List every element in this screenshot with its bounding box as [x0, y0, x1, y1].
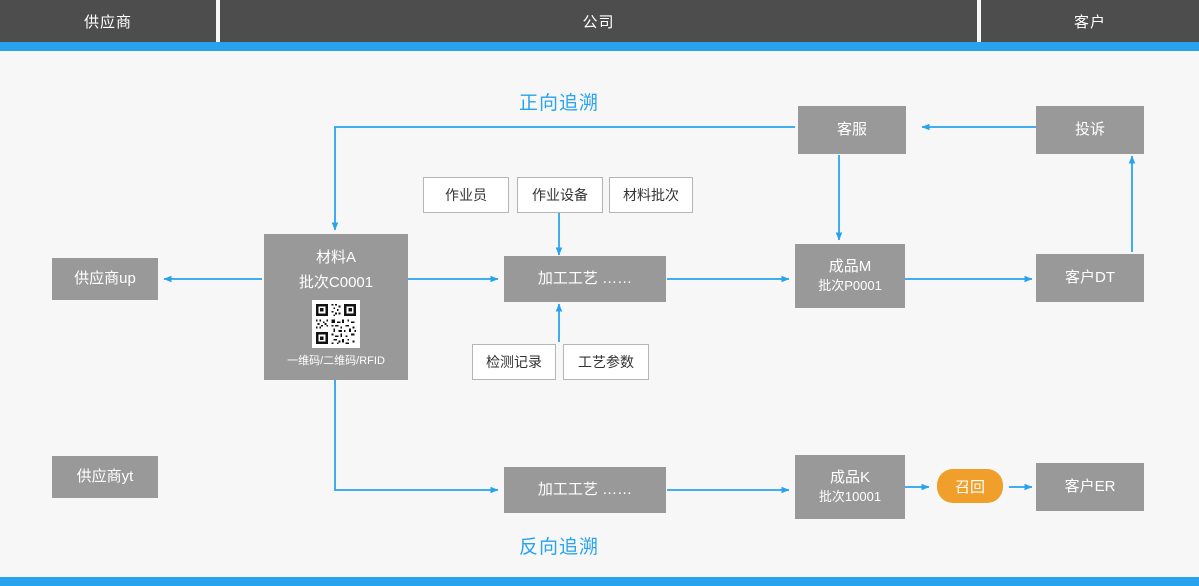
node-process-top-label: 加工工艺 …… — [537, 270, 633, 288]
node-product-m[interactable]: 成品M 批次P0001 — [795, 244, 905, 308]
node-customer-er-label: 客户ER — [1064, 478, 1116, 496]
node-product-m-batch: 批次P0001 — [818, 278, 882, 294]
node-supplier-up-label: 供应商up — [74, 270, 136, 288]
lane-label-supplier: 供应商 — [83, 13, 132, 31]
node-operator-label: 作业员 — [445, 187, 487, 203]
node-process-bottom-label: 加工工艺 …… — [537, 481, 633, 499]
node-customer-er[interactable]: 客户ER — [1036, 463, 1144, 511]
lane-label-company: 公司 — [582, 13, 615, 31]
material-code-label: 一维码/二维码/RFID — [287, 355, 385, 367]
node-customer-service[interactable]: 客服 — [798, 106, 906, 154]
node-customer-dt[interactable]: 客户DT — [1036, 254, 1144, 302]
node-equipment-label: 作业设备 — [532, 187, 588, 203]
node-product-m-name: 成品M — [828, 257, 872, 275]
node-material-batch[interactable]: 材料批次 — [609, 177, 693, 213]
node-inspection-record-label: 检测记录 — [486, 354, 542, 370]
node-supplier-yt[interactable]: 供应商yt — [52, 456, 158, 498]
accent-bar-top — [0, 42, 1199, 51]
lane-header-customer: 客户 — [981, 0, 1199, 42]
node-recall-label: 召回 — [954, 478, 985, 496]
lane-header-company: 公司 — [220, 0, 977, 42]
node-product-k-batch: 批次10001 — [818, 489, 882, 505]
node-product-k[interactable]: 成品K 批次10001 — [795, 455, 905, 519]
forward-trace-title: 正向追溯 — [519, 93, 600, 114]
node-process-bottom[interactable]: 加工工艺 …… — [504, 467, 666, 513]
node-product-k-name: 成品K — [829, 468, 870, 486]
node-inspection-record[interactable]: 检测记录 — [472, 344, 556, 380]
node-complaint-label: 投诉 — [1074, 121, 1105, 139]
lane-label-customer: 客户 — [1073, 13, 1106, 31]
node-recall[interactable]: 召回 — [937, 469, 1003, 503]
node-equipment[interactable]: 作业设备 — [517, 177, 603, 213]
lane-header-supplier: 供应商 — [0, 0, 216, 42]
backward-trace-title: 反向追溯 — [519, 537, 600, 558]
node-process-params-label: 工艺参数 — [578, 354, 634, 370]
node-customer-dt-label: 客户DT — [1065, 269, 1115, 287]
node-supplier-yt-label: 供应商yt — [76, 468, 134, 486]
material-name: 材料A — [315, 249, 356, 266]
node-process-top[interactable]: 加工工艺 …… — [504, 256, 666, 302]
qr-code-icon — [312, 300, 360, 348]
material-batch: 批次C0001 — [298, 274, 374, 291]
node-supplier-up[interactable]: 供应商up — [52, 258, 158, 300]
node-customer-service-label: 客服 — [836, 121, 867, 139]
node-operator[interactable]: 作业员 — [423, 177, 509, 213]
node-material-a[interactable]: 材料A 批次C0001 — [264, 234, 408, 380]
node-complaint[interactable]: 投诉 — [1036, 106, 1144, 154]
node-material-batch-label: 材料批次 — [623, 187, 679, 203]
node-process-params[interactable]: 工艺参数 — [563, 344, 649, 380]
accent-bar-bottom — [0, 577, 1199, 586]
